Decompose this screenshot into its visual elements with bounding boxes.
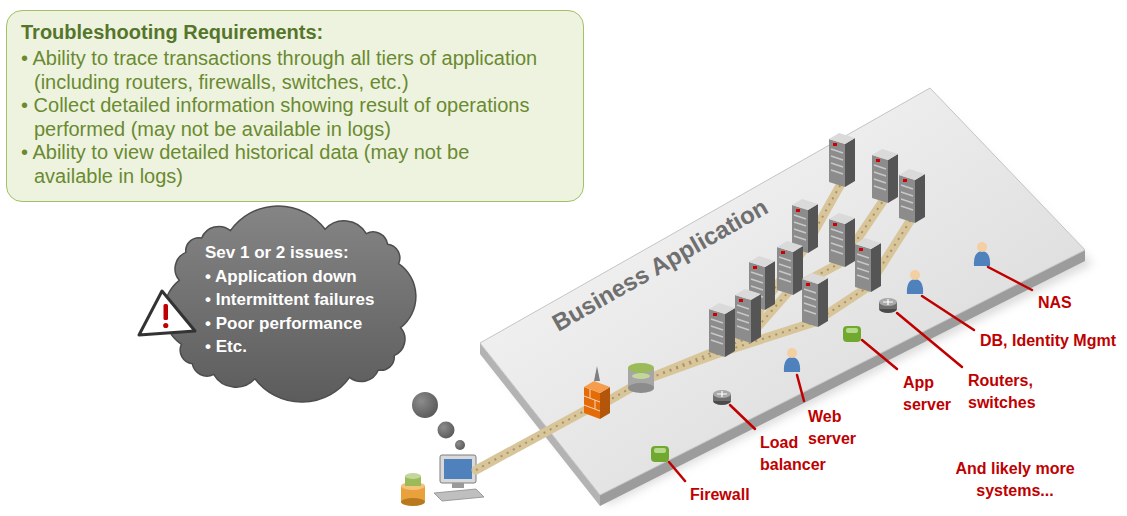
leader-line <box>797 375 804 401</box>
requirement-text: • Ability to view detailed historical da… <box>21 141 504 188</box>
issue-text: • Poor performance <box>205 312 374 336</box>
nas-icon <box>974 242 990 266</box>
component-label: App server <box>903 372 965 416</box>
monitor-screen <box>444 459 472 479</box>
user-stack <box>405 473 421 479</box>
warning-mark <box>164 304 169 320</box>
server <box>802 273 828 327</box>
warning-triangle <box>139 291 195 335</box>
server <box>735 289 761 343</box>
warning-icon <box>139 291 195 335</box>
component-label: Firewall <box>690 484 750 506</box>
issue-text: • Intermittent failures <box>205 288 374 312</box>
firewall-tower <box>594 366 600 381</box>
device-disc <box>632 373 650 379</box>
node-content: Sev 1 or 2 issues:• Application down• In… <box>165 215 414 393</box>
server <box>829 133 855 187</box>
component-label: DB, Identity Mgmt <box>980 330 1116 352</box>
firewall-icon <box>651 446 669 462</box>
server <box>899 169 925 223</box>
thought-bubble <box>455 440 465 450</box>
brick-lines <box>584 389 600 411</box>
requirements-panel: Troubleshooting Requirements:• Ability t… <box>6 10 584 202</box>
leader-line <box>862 340 897 369</box>
panel-heading: Troubleshooting Requirements: <box>21 19 569 45</box>
db-icon <box>907 270 923 294</box>
thought-cloud: Sev 1 or 2 issues:• Application down• In… <box>165 215 415 393</box>
firewall-wall <box>584 381 610 393</box>
device-body <box>628 383 654 393</box>
cable-dots <box>476 182 912 470</box>
web-server-icon <box>784 348 800 372</box>
cloud-outline <box>164 206 416 402</box>
monitor-stand <box>452 483 464 488</box>
monitor <box>440 455 476 483</box>
keyboard <box>434 489 484 501</box>
load-balancer-device <box>628 363 654 393</box>
thought-bubble <box>438 422 455 439</box>
cloud-heading: Sev 1 or 2 issues: <box>205 241 374 265</box>
leader-line <box>730 405 755 429</box>
component-label: Web server <box>808 406 870 450</box>
thought-bubble <box>412 392 438 418</box>
server <box>777 241 803 295</box>
component-label: Routers, switches <box>968 370 1052 414</box>
server <box>872 149 898 203</box>
node-content: Troubleshooting Requirements:• Ability t… <box>21 19 569 188</box>
requirement-text: • Collect detailed information showing r… <box>21 94 569 141</box>
leader-line <box>669 462 685 481</box>
cable-dots <box>476 386 634 470</box>
app-server-icon <box>846 328 858 333</box>
requirement-text: • Ability to trace transactions through … <box>21 47 569 94</box>
issue-text: • Application down <box>205 265 374 289</box>
note-label: And likely more systems... <box>945 458 1085 502</box>
device-top <box>628 363 654 373</box>
network-cable <box>476 182 912 470</box>
firewall-icon <box>654 448 666 453</box>
user-stack <box>401 498 425 506</box>
router-icon <box>879 298 897 313</box>
warning-mark <box>163 323 168 328</box>
leader-line <box>922 296 974 330</box>
leader-line <box>897 313 962 367</box>
firewall-device <box>584 366 610 419</box>
server <box>829 213 855 267</box>
component-label: NAS <box>1038 292 1072 314</box>
user-computer <box>401 455 484 506</box>
issue-text: • Etc. <box>205 335 374 359</box>
server <box>709 303 735 357</box>
app-server-icon <box>843 326 861 342</box>
server <box>855 238 881 292</box>
leader-line <box>988 267 1032 290</box>
load-balancer-icon <box>713 390 731 405</box>
